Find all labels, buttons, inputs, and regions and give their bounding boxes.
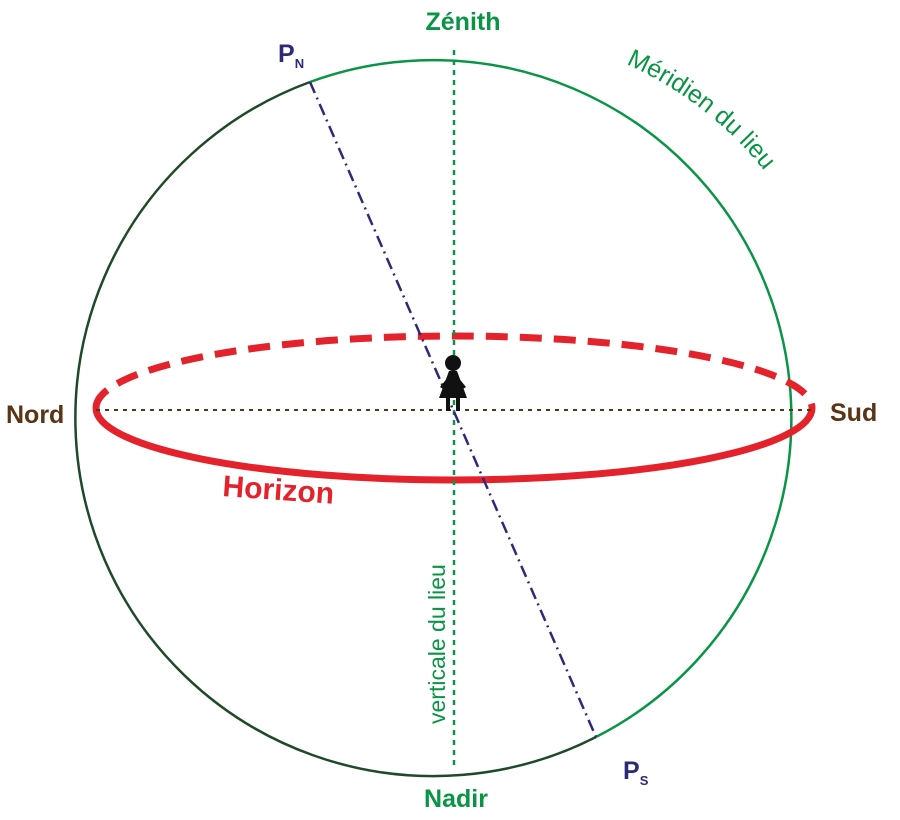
vertical-label: verticale du lieu	[424, 564, 450, 724]
sphere-outline-left-arc	[74, 80, 597, 778]
south-label: Sud	[830, 399, 877, 427]
person-icon	[439, 355, 467, 411]
zenith-label: Zénith	[426, 8, 501, 36]
north-label: Nord	[6, 401, 64, 429]
meridian-arc	[309, 58, 793, 739]
south-pole-label: PS	[623, 757, 649, 788]
meridian-label: Méridien du lieu	[623, 44, 781, 175]
horizon-back-dashed	[92, 332, 816, 409]
north-pole-label: PN	[278, 40, 304, 71]
nadir-label: Nadir	[424, 785, 488, 813]
horizon-label: Horizon	[222, 470, 336, 511]
